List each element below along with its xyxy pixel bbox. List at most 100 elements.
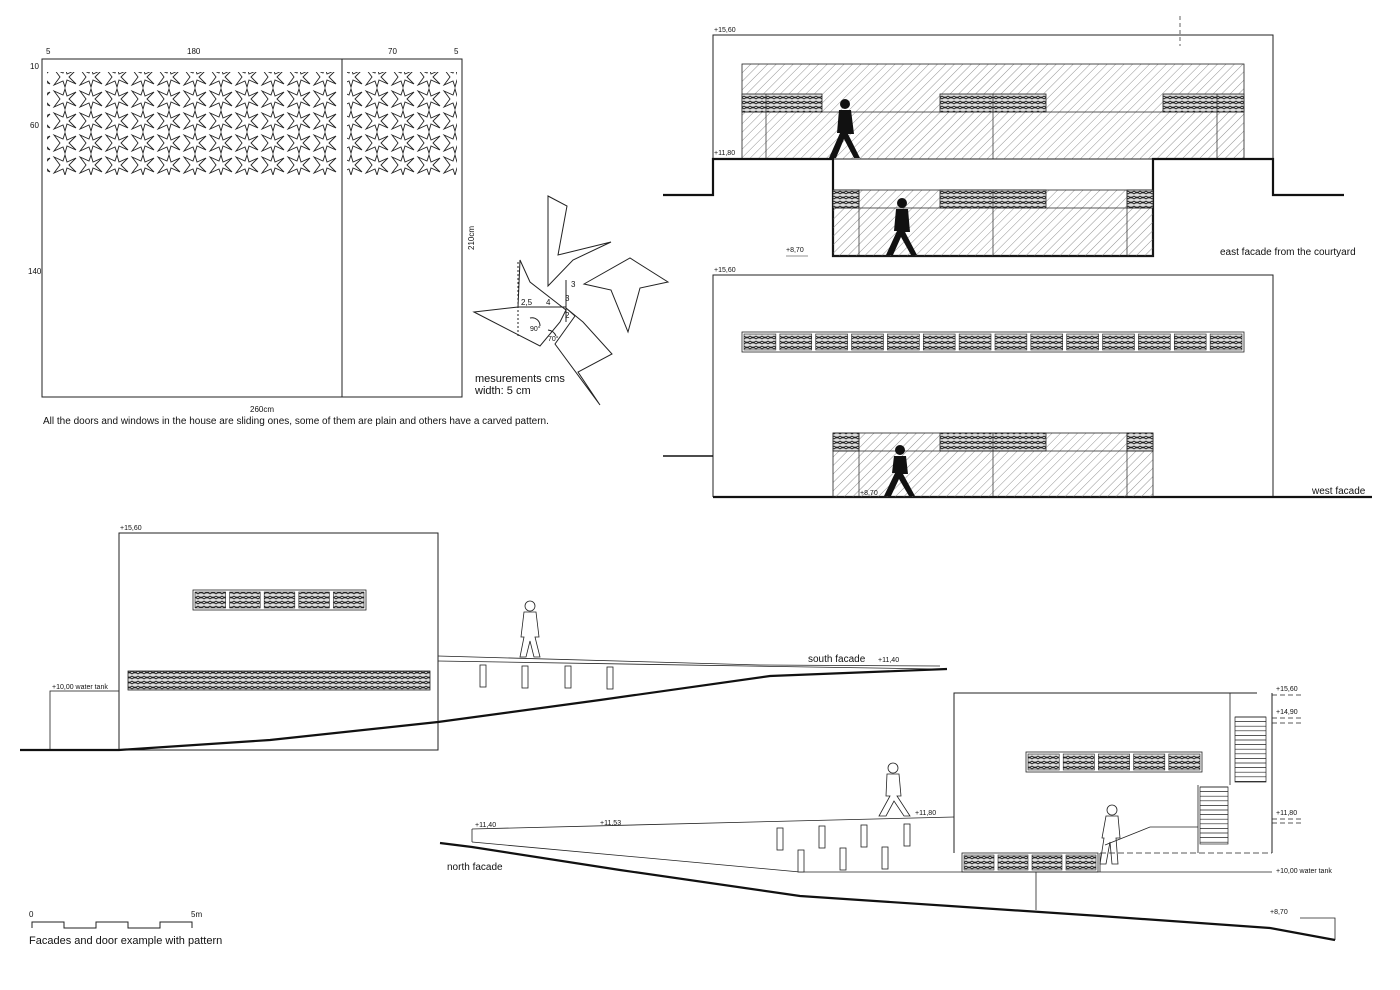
north-lower-window-panel — [997, 854, 1029, 871]
west-volume — [712, 274, 1274, 497]
north-window-strip — [1025, 751, 1203, 773]
west-level-top: +15,60 — [714, 267, 736, 274]
south-window-strip-lower — [127, 670, 431, 691]
module-piece-right — [582, 257, 670, 334]
west-window-panel — [851, 333, 884, 351]
module-width: width: 5 cm — [474, 385, 531, 397]
drawing-title: Facades and door example with pattern — [29, 935, 222, 947]
north-level-ground: +8,70 — [1270, 909, 1288, 916]
door-carved-pattern-side — [347, 72, 457, 175]
north-person-walking — [878, 762, 911, 817]
south-window-panel — [298, 591, 330, 609]
west-level-low: +8,70 — [860, 490, 878, 497]
module-dim-3a: 3 — [571, 280, 576, 289]
post — [479, 664, 487, 688]
post — [521, 665, 529, 689]
north-window-frame — [1025, 751, 1203, 773]
module-piece-bottom — [554, 307, 613, 406]
module-angle-arc-90 — [529, 317, 541, 327]
door-drawing: 5 180 70 5 10 60 140 260cm 210cm All the… — [28, 47, 549, 427]
south-window-frame — [192, 589, 367, 611]
west-window-panel — [994, 333, 1028, 351]
pattern-module — [472, 195, 670, 406]
west-window-strip — [741, 331, 1245, 353]
north-lower-window-panel — [1065, 854, 1097, 871]
north-level-parapet: +14,90 — [1276, 709, 1298, 716]
scale-end: 5m — [191, 910, 202, 919]
south-caption: south facade — [808, 654, 866, 665]
south-facade: +15,60 +10,00 water tank south facade +1… — [20, 525, 948, 752]
west-window-panel — [779, 333, 813, 351]
south-posts — [479, 664, 614, 690]
west-facade: +15,60 +8,70 west facade — [663, 267, 1372, 499]
door-dim-left-frame: 5 — [46, 47, 51, 56]
west-window-panel — [1173, 333, 1207, 351]
door-dim-right-frame: 5 — [454, 47, 459, 56]
west-window-panel — [1209, 333, 1243, 351]
north-window-panel — [1168, 753, 1201, 771]
post — [818, 825, 826, 849]
module-angle-arc-70 — [547, 329, 557, 337]
post — [797, 849, 805, 873]
south-window-panel — [263, 591, 296, 609]
door-dim-side-panel: 70 — [388, 47, 397, 56]
west-window-panel — [1066, 333, 1099, 351]
north-posts — [776, 823, 911, 873]
door-dim-pattern: 60 — [30, 121, 39, 130]
door-dim-lower: 140 — [28, 267, 42, 276]
west-window-panel — [1030, 333, 1064, 351]
east-facade: +15,60 +11,80 +8,70 — [663, 16, 1356, 258]
north-level-floor: +11,80 — [1276, 810, 1297, 817]
door-height-label: 210cm — [467, 226, 476, 250]
south-ground-line — [20, 667, 948, 752]
post — [881, 846, 889, 870]
east-person-upper — [829, 99, 860, 158]
north-staircase — [1199, 716, 1267, 845]
post — [903, 823, 911, 847]
north-window-panel — [1027, 753, 1060, 771]
module-caption: mesurements cms — [475, 373, 565, 385]
north-facade: +11,40 +11,53 +11,80 +15,60 +14,90 +11,8… — [439, 686, 1336, 942]
door-width-label: 260cm — [250, 405, 274, 414]
south-water-tank — [49, 690, 120, 751]
south-window-panel — [229, 591, 261, 609]
post — [776, 827, 784, 851]
south-window-panel — [194, 591, 226, 609]
module-dim-2-5: 2,5 — [521, 298, 533, 307]
scale-bar: 0 5m — [29, 910, 202, 929]
post — [606, 666, 614, 690]
post — [564, 665, 572, 689]
south-window-panel — [333, 591, 365, 609]
west-window-panel — [815, 333, 848, 351]
module-dim-2: 2 — [565, 311, 570, 320]
west-window-panel — [922, 333, 956, 351]
post — [860, 824, 868, 848]
east-level-top: +15,60 — [714, 27, 736, 34]
door-note: All the doors and windows in the house a… — [43, 416, 549, 427]
post — [839, 847, 847, 871]
west-window-panel — [887, 333, 920, 351]
north-handrail — [1104, 826, 1198, 846]
west-window-frame — [741, 331, 1245, 353]
south-person-outline — [519, 600, 541, 658]
north-window-panel — [1133, 753, 1166, 771]
west-window-panel — [958, 333, 992, 351]
south-level-top: +15,60 — [120, 525, 142, 532]
east-level-low: +8,70 — [786, 247, 804, 254]
north-level-landing: +11,80 — [915, 810, 936, 817]
north-level-ramp: +11,53 — [600, 820, 621, 827]
door-frame — [41, 58, 463, 398]
south-level-terrace: +11,40 — [878, 657, 899, 664]
north-caption: north facade — [447, 862, 503, 873]
module-piece-top — [547, 195, 612, 288]
door-carved-pattern-main — [47, 72, 337, 175]
north-window-panel — [1062, 753, 1095, 771]
module-piece-left — [472, 259, 567, 347]
door-dim-main-panel: 180 — [187, 47, 201, 56]
module-angle-90: 90° — [530, 325, 541, 333]
north-volume — [953, 692, 1257, 853]
east-person-lower — [886, 198, 917, 255]
south-window-strip-upper — [192, 589, 367, 611]
